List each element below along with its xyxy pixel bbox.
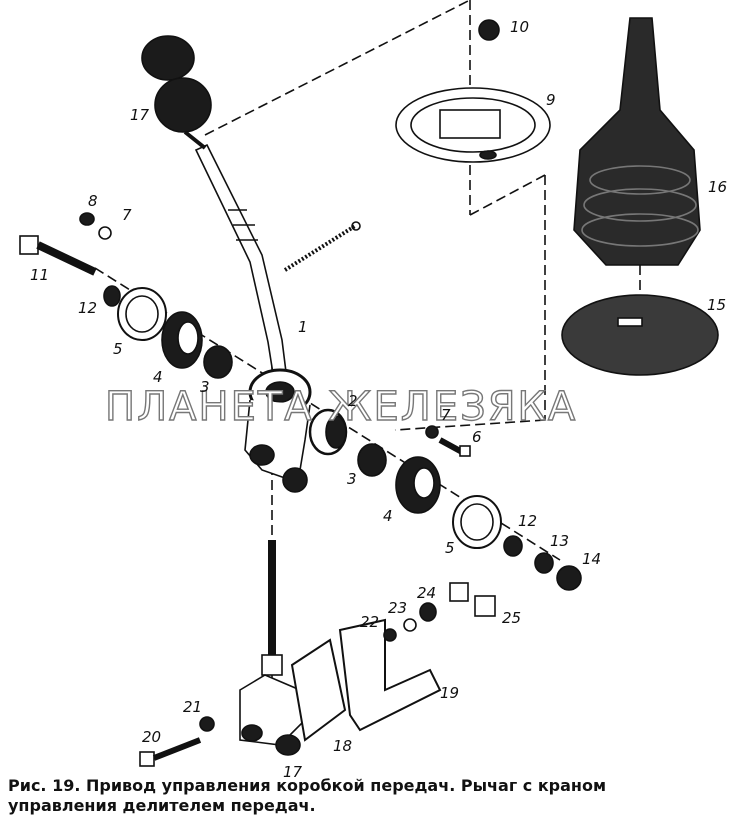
- callout-15: 15: [707, 296, 726, 314]
- fitting-25: [474, 595, 496, 617]
- bushing-2: [308, 408, 348, 456]
- gasket-5-right: [452, 495, 502, 549]
- callout-1: 1: [298, 318, 308, 336]
- callout-22: 22: [360, 613, 379, 631]
- callout-25: 25: [502, 609, 521, 627]
- watermark-text: ПЛАНЕТА ЖЕЛЕЗЯКА: [105, 384, 577, 430]
- disc-15: [561, 294, 719, 376]
- bushing-3-right: [357, 443, 387, 477]
- callout-6: 6: [472, 428, 482, 446]
- callout-17a: 17: [130, 106, 150, 124]
- caption-line-2: управления делителем передач.: [8, 796, 316, 815]
- exploded-parts-diagram: ПЛАНЕТА ЖЕЛЕЗЯКА 1 2 3 3 4 4 5 5 6 7 7 8…: [19, 0, 727, 781]
- lever-bracket: [244, 368, 312, 493]
- callout-5a: 5: [113, 340, 123, 358]
- callout-8: 8: [88, 192, 98, 210]
- bolt-20: [139, 737, 202, 767]
- lever-knob: [141, 35, 212, 150]
- bolt-6: [438, 437, 471, 457]
- seal-4-left: [161, 311, 203, 369]
- callout-labels: 1 2 3 3 4 4 5 5 6 7 7 8 9 10 11 12 12 13…: [30, 18, 727, 781]
- washer-12-left: [103, 285, 121, 307]
- callout-5b: 5: [445, 539, 455, 557]
- washer-23: [403, 618, 417, 632]
- callout-10: 10: [510, 18, 529, 36]
- callout-3b: 3: [347, 470, 357, 488]
- callout-7b: 7: [441, 406, 451, 424]
- fitting-24: [449, 582, 469, 602]
- washer-8: [79, 212, 95, 226]
- callout-16: 16: [708, 178, 727, 196]
- bracket-18: [290, 638, 347, 742]
- callout-9: 9: [546, 91, 556, 109]
- callout-18: 18: [333, 737, 352, 755]
- callout-3a: 3: [200, 378, 210, 396]
- nut-13: [534, 552, 554, 574]
- return-spring: [283, 224, 357, 272]
- callout-12a: 12: [78, 299, 97, 317]
- washer-7-top: [98, 226, 112, 240]
- cap-10: [478, 19, 500, 41]
- washer-12-right: [503, 535, 523, 557]
- callout-2: 2: [348, 392, 358, 410]
- cap-nut-14: [556, 565, 582, 591]
- callout-24: 24: [417, 584, 436, 602]
- figure-caption: Рис. 19. Привод управления коробкой пере…: [8, 776, 728, 816]
- bolt-11: [19, 235, 97, 276]
- callout-13: 13: [550, 532, 569, 550]
- caption-line-1: Рис. 19. Привод управления коробкой пере…: [8, 776, 607, 795]
- callout-19: 19: [440, 684, 459, 702]
- boot-16: [573, 17, 701, 266]
- callout-4a: 4: [153, 368, 163, 386]
- washer-22: [383, 628, 397, 642]
- bushing-3-left: [203, 345, 233, 379]
- washer-21: [199, 716, 215, 732]
- spring-eye: [351, 221, 361, 231]
- divider-valve-body: [239, 540, 306, 756]
- callout-20: 20: [142, 728, 161, 746]
- callout-21: 21: [183, 698, 202, 716]
- washer-7-mid: [425, 425, 439, 439]
- nut-24: [419, 602, 437, 622]
- callout-11: 11: [30, 266, 49, 284]
- callout-12b: 12: [518, 512, 537, 530]
- callout-4b: 4: [383, 507, 393, 525]
- shift-lever: [194, 143, 288, 381]
- callout-7a: 7: [122, 206, 132, 224]
- seal-4-right: [395, 456, 441, 514]
- callout-14: 14: [582, 550, 601, 568]
- gasket-5-left: [117, 287, 167, 341]
- callout-23: 23: [388, 599, 407, 617]
- callout-17b: 17: [283, 763, 303, 781]
- plate-9: [395, 87, 551, 163]
